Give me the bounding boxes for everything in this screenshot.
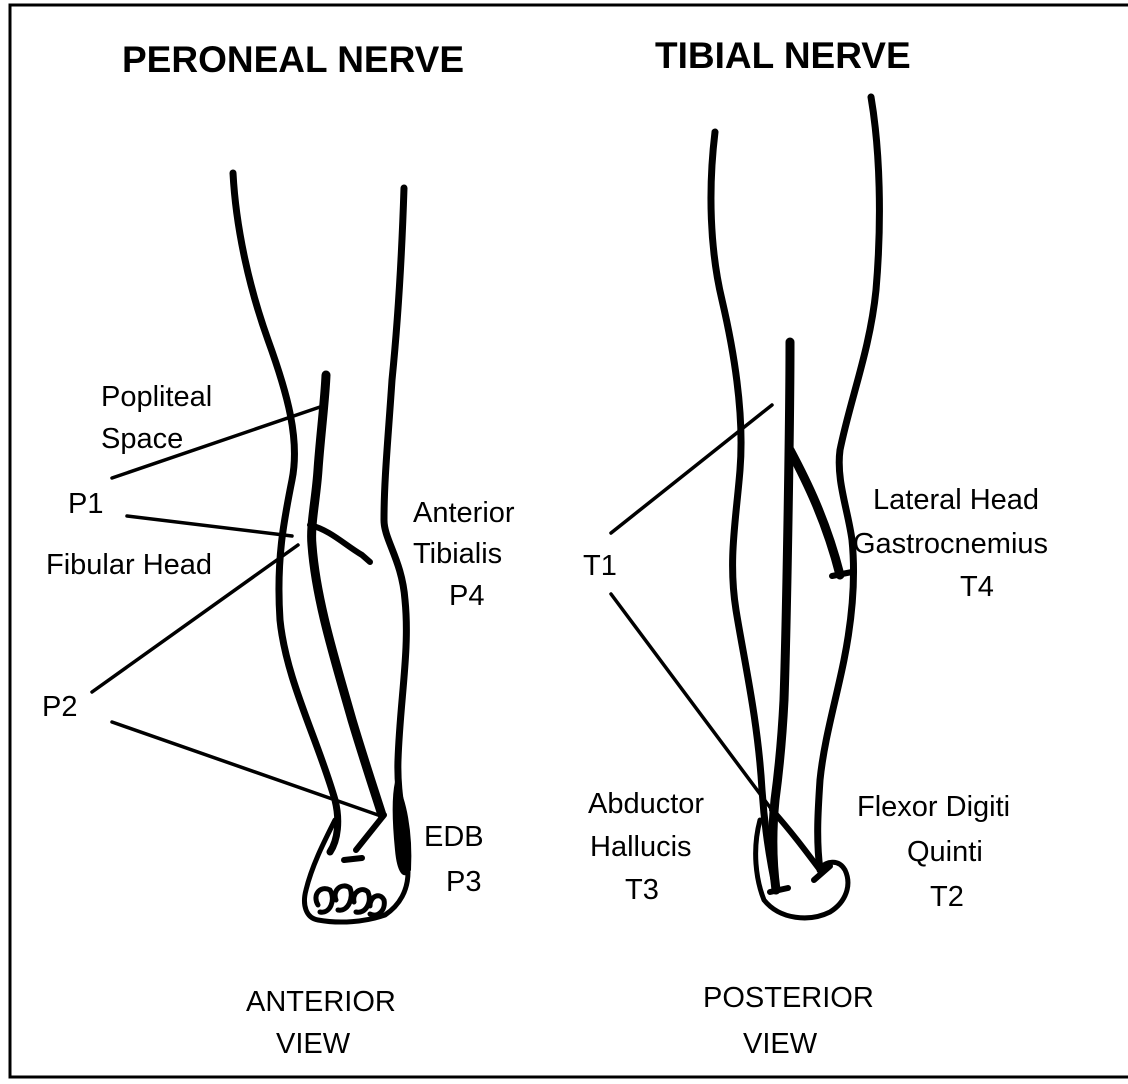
- p4-label: P4: [449, 580, 484, 612]
- edb-branch: [356, 815, 384, 850]
- edb-label: EDB: [424, 821, 484, 853]
- posterior-view-label-line1: POSTERIOR: [703, 982, 874, 1014]
- popliteal-label-line1: Popliteal: [101, 381, 212, 413]
- flexor-digiti-quinti-branch: [772, 810, 820, 870]
- p2-edb-pointer: [112, 722, 378, 815]
- posterior-pointer-lines: [611, 405, 772, 810]
- popliteal-label-line2: Space: [101, 423, 183, 455]
- tibial-nerve-title: TIBIAL NERVE: [655, 35, 911, 76]
- anterior-toe-2: [335, 886, 351, 910]
- anterior-ankle-mass: [394, 782, 411, 874]
- anterior-leg-inner-contour: [384, 188, 406, 830]
- t1-label: T1: [583, 550, 617, 582]
- peroneal-nerve-title: PERONEAL NERVE: [122, 39, 464, 80]
- edb-branch-tick: [344, 858, 362, 860]
- t2-label: T2: [930, 881, 964, 913]
- anterior-toe-3: [354, 890, 370, 913]
- t4-label: T4: [960, 571, 994, 603]
- peroneal-nerve-trunk: [312, 375, 382, 815]
- flexor-digiti-label-line2: Quinti: [907, 836, 983, 868]
- anterior-pointer-lines: [92, 407, 378, 815]
- p2-label: P2: [42, 691, 77, 723]
- posterior-view-label-line2: VIEW: [743, 1028, 818, 1060]
- lateral-gastrocnemius-tick: [832, 572, 852, 576]
- anterior-toe-1: [316, 889, 332, 913]
- anterior-toe-4: [370, 896, 384, 915]
- t3-label: T3: [625, 874, 659, 906]
- anterior-leg-drawing: [233, 173, 410, 922]
- anterior-foot-outline: [305, 820, 409, 922]
- abductor-hallucis-label-line2: Hallucis: [590, 831, 692, 863]
- abductor-hallucis-tick: [770, 888, 788, 892]
- anterior-view-label-line1: ANTERIOR: [246, 986, 396, 1018]
- fibular-head-label: Fibular Head: [46, 549, 212, 581]
- anterior-tibialis-label-line1: Anterior: [413, 497, 515, 529]
- lateral-head-label-line1: Lateral Head: [873, 484, 1039, 516]
- flexor-digiti-label-line1: Flexor Digiti: [857, 791, 1010, 823]
- anterior-tibialis-label-line2: Tibialis: [413, 538, 502, 570]
- p1-fibular-pointer: [127, 516, 292, 536]
- anterior-tibialis-branch: [310, 525, 370, 562]
- posterior-leg-right-contour: [818, 97, 880, 870]
- lateral-gastrocnemius-branch: [790, 450, 840, 575]
- t1-lower-pointer: [611, 594, 772, 810]
- t1-upper-pointer: [611, 405, 772, 533]
- abductor-hallucis-label-line1: Abductor: [588, 788, 704, 820]
- p1-label: P1: [68, 488, 103, 520]
- lateral-head-label-line2: Gastrocnemius: [853, 528, 1048, 560]
- p3-label: P3: [446, 866, 481, 898]
- anterior-view-label-line2: VIEW: [276, 1028, 351, 1060]
- posterior-leg-drawing: [711, 97, 879, 918]
- anterior-leg-outer-contour: [233, 173, 338, 852]
- tibial-nerve-trunk: [773, 342, 790, 890]
